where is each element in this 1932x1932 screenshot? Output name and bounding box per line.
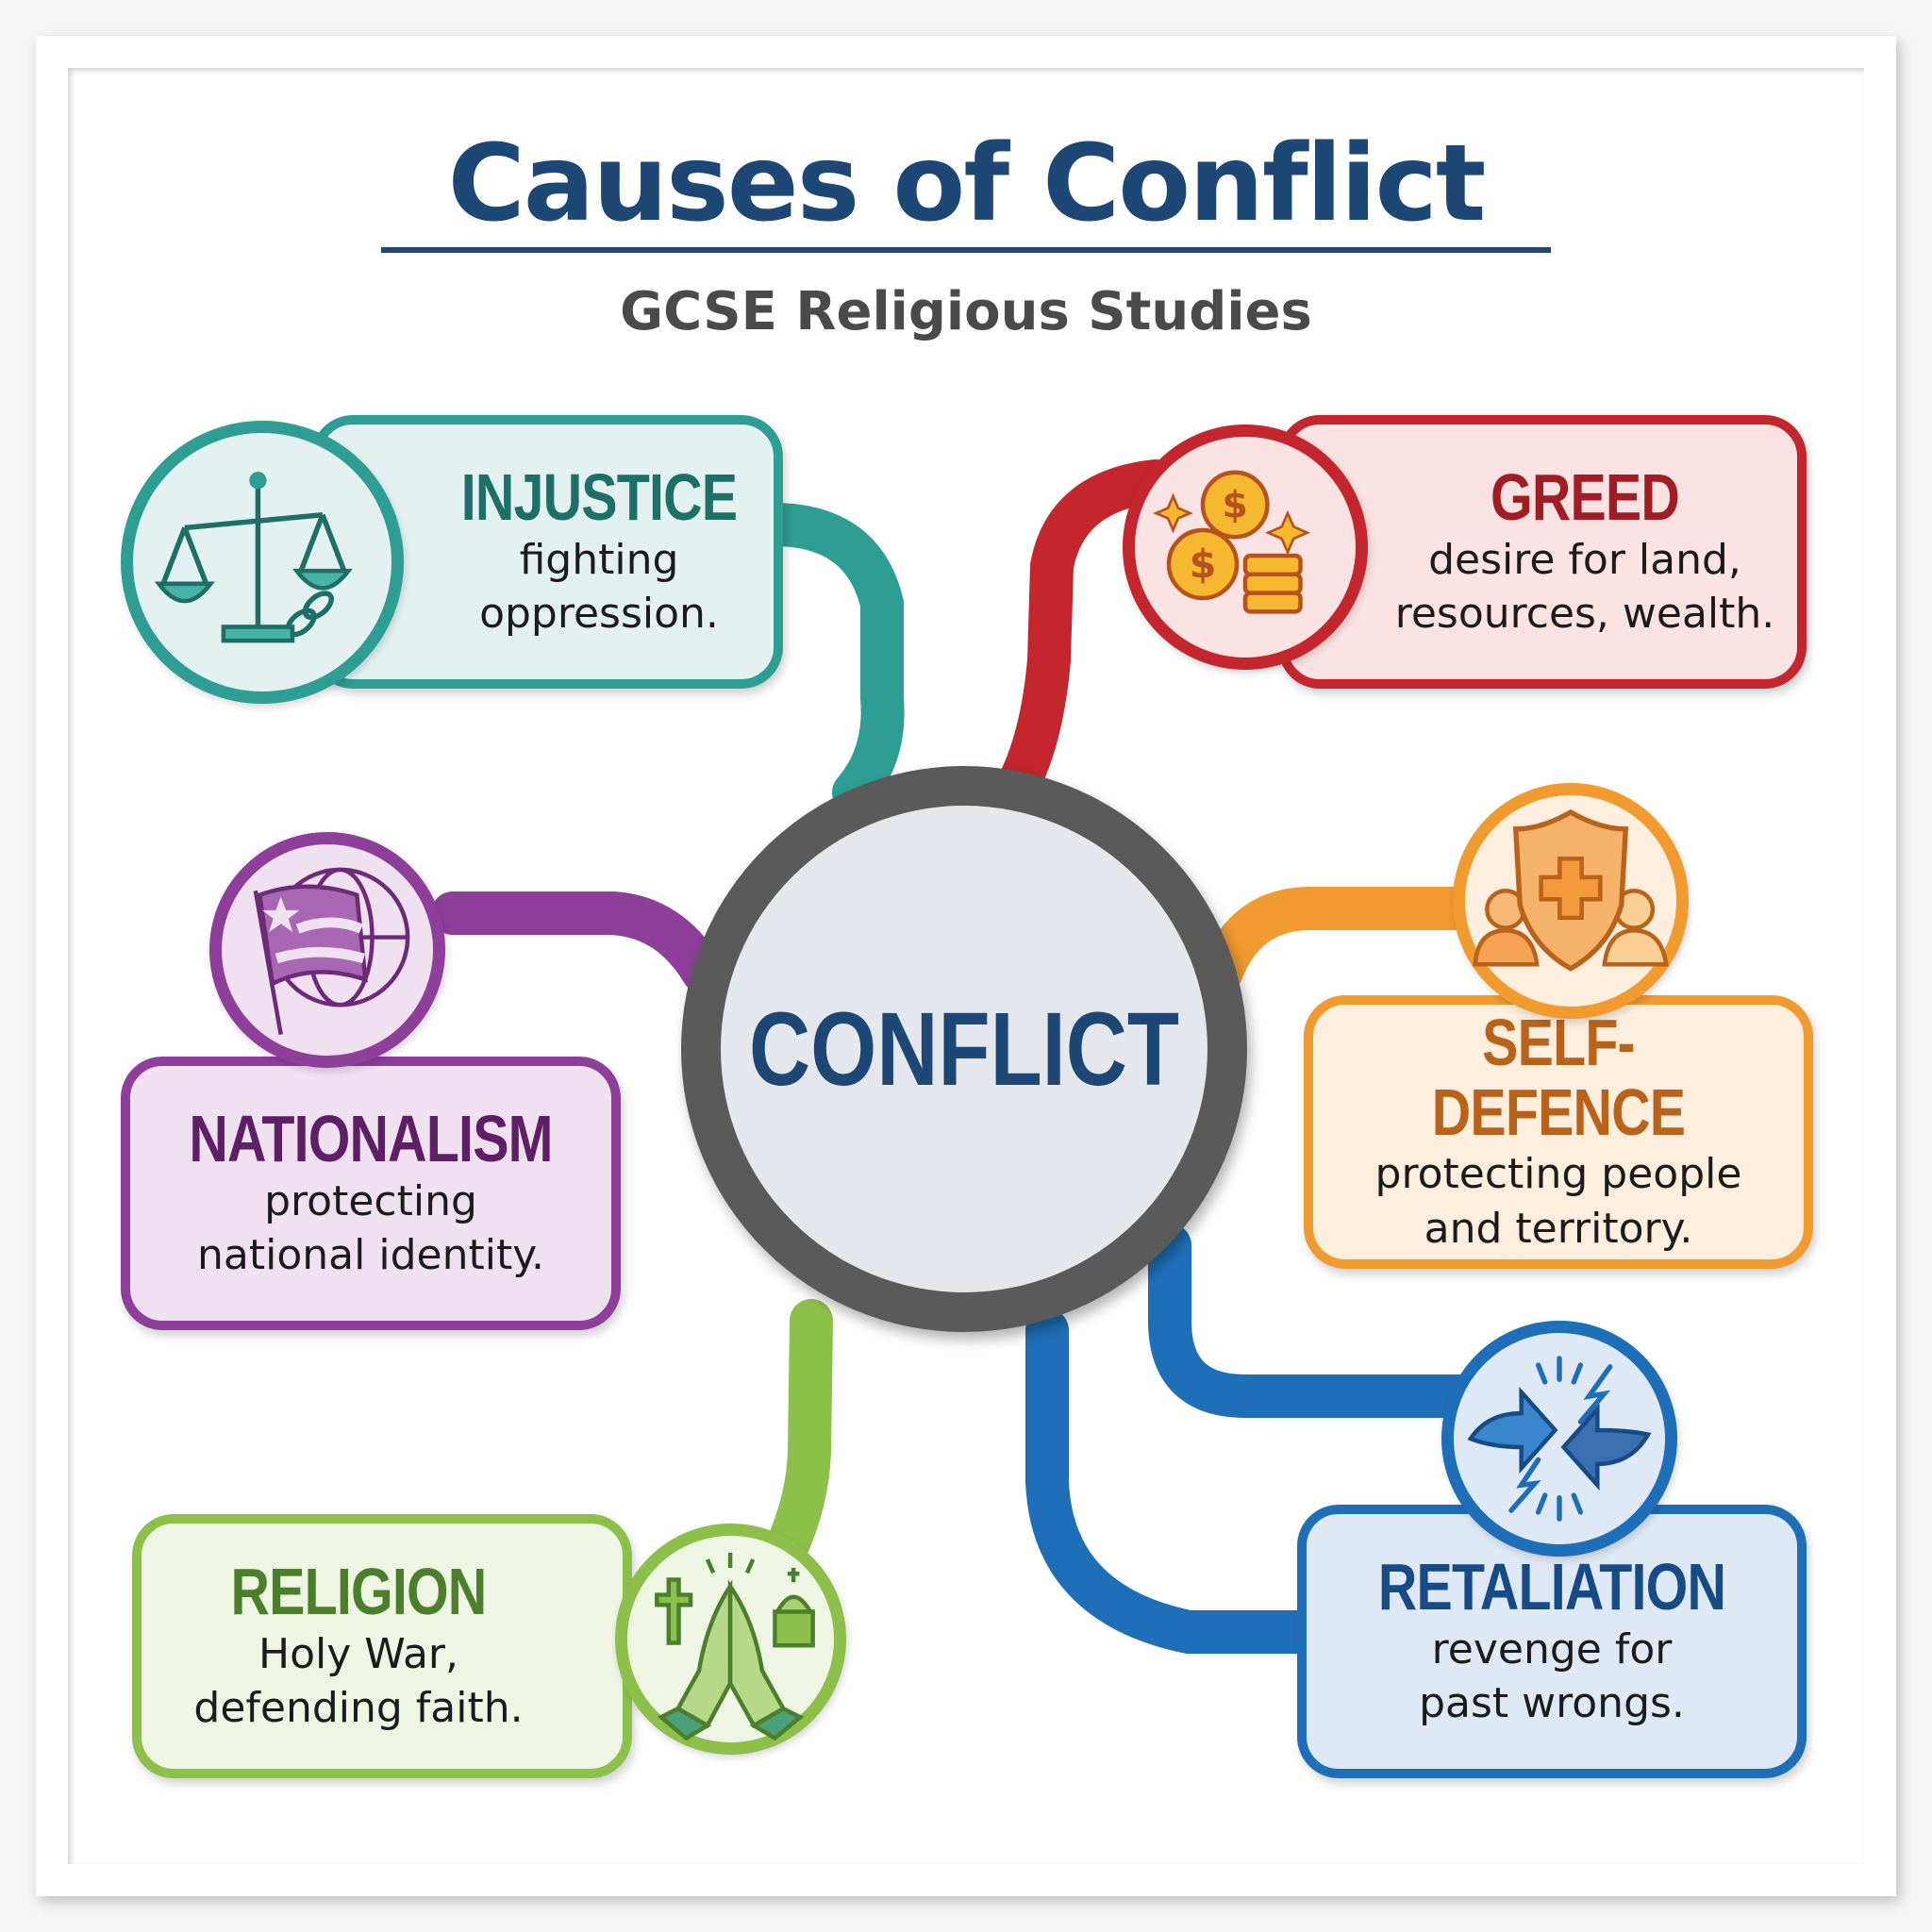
retaliation-icon-ring — [1441, 1321, 1677, 1557]
cause-label-self-defence: SELF-DEFENCE — [1431, 1006, 1686, 1149]
cause-label-religion: RELIGION — [230, 1555, 488, 1629]
cause-box-greed: GREED desire for land, resources, wealth… — [1278, 415, 1807, 689]
page-title: Causes of Conflict — [447, 123, 1487, 245]
cause-box-religion: RELIGION Holy War, defending faith. — [132, 1514, 632, 1778]
connector-retaliation-lower — [1025, 1308, 1333, 1654]
cause-label-retaliation: RETALIATION — [1377, 1550, 1726, 1624]
title-underline — [381, 247, 1551, 253]
connector-retaliation-upper — [1148, 1224, 1493, 1418]
cause-description-religion: Holy War, defending faith. — [193, 1629, 524, 1732]
cause-box-injustice: INJUSTICE fighting oppression. — [311, 415, 783, 689]
cause-label-greed: GREED — [1490, 460, 1680, 535]
central-label: CONFLICT — [749, 991, 1179, 1108]
self-defence-icon-ring — [1453, 783, 1689, 1019]
connector-greed — [997, 459, 1177, 805]
cause-box-self-defence: SELF-DEFENCE protecting people and terri… — [1304, 995, 1813, 1269]
cause-description-greed: desire for land, resources, wealth. — [1394, 535, 1775, 638]
cause-description-retaliation: revenge for past wrongs. — [1419, 1624, 1685, 1727]
cause-label-injustice: INJUSTICE — [460, 460, 738, 535]
cause-description-injustice: fighting oppression. — [479, 535, 719, 638]
gold-coins-icon: $ $ — [1153, 470, 1311, 614]
svg-text:$: $ — [1190, 541, 1217, 587]
scales-broken-chain-icon — [154, 472, 353, 643]
central-conflict-node: CONFLICT — [681, 766, 1247, 1332]
injustice-icon-ring — [121, 421, 404, 704]
greed-icon-ring: $ $ — [1123, 425, 1368, 670]
nationalism-icon-ring — [209, 832, 445, 1068]
cause-label-nationalism: NATIONALISM — [189, 1102, 553, 1176]
cause-box-nationalism: NATIONALISM protecting national identity… — [121, 1057, 621, 1330]
connector-self-defence — [1200, 887, 1493, 993]
clashing-arrows-icon — [1467, 1356, 1652, 1522]
connector-nationalism — [431, 891, 724, 993]
connector-injustice — [752, 503, 905, 814]
shield-people-icon — [1473, 808, 1669, 972]
cause-description-nationalism: protecting national identity. — [197, 1176, 544, 1279]
religion-icon-ring — [615, 1524, 846, 1755]
cause-description-self-defence: protecting people and territory. — [1374, 1150, 1742, 1253]
flag-globe-icon — [253, 867, 410, 1035]
central-node-fill: CONFLICT — [721, 806, 1208, 1292]
page-subtitle: GCSE Religious Studies — [620, 281, 1312, 342]
svg-text:$: $ — [1222, 484, 1248, 527]
praying-hands-icon — [655, 1552, 815, 1741]
